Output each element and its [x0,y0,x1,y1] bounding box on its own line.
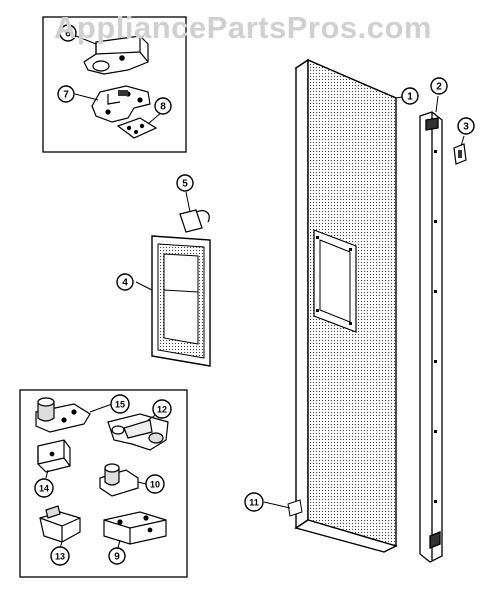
callout-circle [57,85,75,103]
lower-hinge-inset [19,389,188,578]
callout-circle [59,24,77,42]
part-1-door-panel [294,58,409,553]
callout-circle [110,394,130,414]
part-8-shim [116,117,158,139]
callout-6: 6 [59,24,77,42]
part-2-handle-strip [419,95,443,563]
callout-10: 10 [145,474,165,494]
callout-number: 9 [114,552,120,563]
part-9-bottom-bracket [103,511,167,549]
callout-number: 5 [182,179,188,190]
callout-number: 14 [39,484,49,494]
callout-8: 8 [154,97,172,115]
part-13-wedge [39,505,81,549]
callout-5: 5 [176,174,194,192]
callout-circle [430,77,448,95]
callout-number: 15 [115,400,125,410]
callout-14: 14 [34,478,54,498]
part-5-switch [179,191,210,233]
callout-circle [116,273,134,291]
part-4-dispenser-trim [135,235,211,367]
callout-number: 12 [157,405,167,415]
part-3-handle-clip [453,135,467,165]
callout-number: 6 [65,29,71,40]
callout-circle [108,547,126,565]
callout-number: 8 [160,102,166,113]
callout-circle [244,492,264,512]
callout-7: 7 [57,85,75,103]
callout-circle [176,174,194,192]
callout-number: 2 [436,82,442,93]
callout-circle [50,546,70,566]
callout-number: 4 [122,278,128,289]
callout-circle [401,87,419,105]
part-10-cam [99,463,147,497]
part-15-hinge-pin [35,397,113,433]
callout-number: 13 [55,552,65,562]
callout-circle [457,117,475,135]
callout-3: 3 [457,117,475,135]
part-7-hinge-plate [91,85,151,123]
part-14-bracket [37,439,71,479]
callout-13: 13 [50,546,70,566]
callout-circle [152,399,172,419]
callout-number: 7 [63,90,69,101]
callout-circle [34,478,54,498]
callout-15: 15 [110,394,130,414]
part-6-hinge-cover [83,35,149,75]
callout-2: 2 [430,77,448,95]
callout-circle [145,474,165,494]
callout-number: 3 [463,122,469,133]
door-bottom-detail [263,499,303,517]
callout-1: 1 [401,87,419,105]
part-12-hinge-arm [107,411,169,451]
callout-11: 11 [244,492,264,512]
upper-hinge-inset [42,16,187,153]
callout-4: 4 [116,273,134,291]
callout-12: 12 [152,399,172,419]
callout-number: 10 [150,480,160,490]
callout-number: 1 [407,92,413,103]
callout-9: 9 [108,547,126,565]
callout-number: 11 [249,498,259,508]
callout-circle [154,97,172,115]
